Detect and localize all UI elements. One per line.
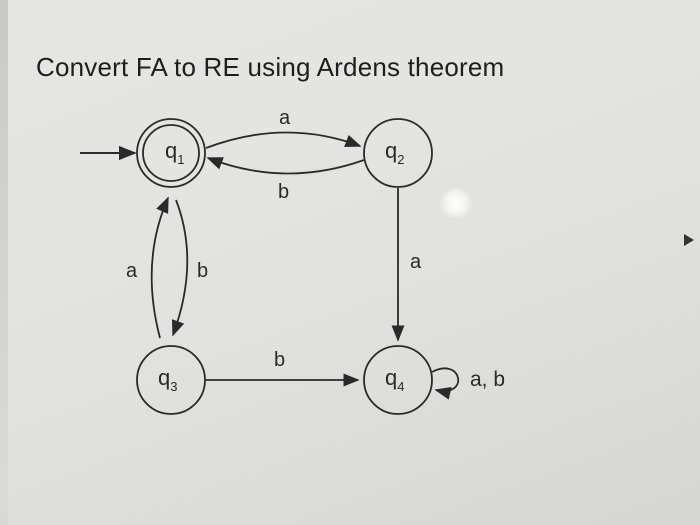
state-q4: q4 <box>363 345 433 415</box>
page-background <box>8 0 700 525</box>
light-glare <box>440 188 472 218</box>
edge-q3-to-q1-label: a <box>126 260 138 282</box>
state-q4-subscript: 4 <box>397 379 404 394</box>
state-q1-subscript: 1 <box>177 152 184 167</box>
edge-q1-to-q3-label: b <box>197 260 208 282</box>
state-q1: q1 <box>136 118 206 188</box>
edge-q4-self-loop-label: a, b <box>470 368 505 391</box>
edge-q1-to-q2 <box>205 131 362 149</box>
state-q3-subscript: 3 <box>170 379 177 394</box>
state-q2-subscript: 2 <box>397 152 404 167</box>
state-q2: q2 <box>363 118 433 188</box>
state-q2-label: q2 <box>385 138 404 167</box>
edge-q2-to-q1 <box>206 157 365 175</box>
edge-q3-to-q4-label: b <box>274 349 285 371</box>
edge-q1-to-q2-label: a <box>279 107 291 129</box>
edge-q3-to-q1 <box>150 196 169 339</box>
state-q3: q3 <box>136 345 206 415</box>
edge-q2-to-q1-label: b <box>278 181 289 203</box>
edge-q4-self-loop <box>431 367 460 400</box>
page-title: Convert FA to RE using Ardens theorem <box>36 52 505 82</box>
state-q1-label: q1 <box>165 138 184 167</box>
edge-q2-to-q4-label: a <box>410 251 422 273</box>
edge-q1-to-q3 <box>171 199 189 337</box>
state-q4-label: q4 <box>385 365 404 394</box>
state-q3-label: q3 <box>158 365 177 394</box>
cursor-pointer-icon <box>684 234 694 246</box>
